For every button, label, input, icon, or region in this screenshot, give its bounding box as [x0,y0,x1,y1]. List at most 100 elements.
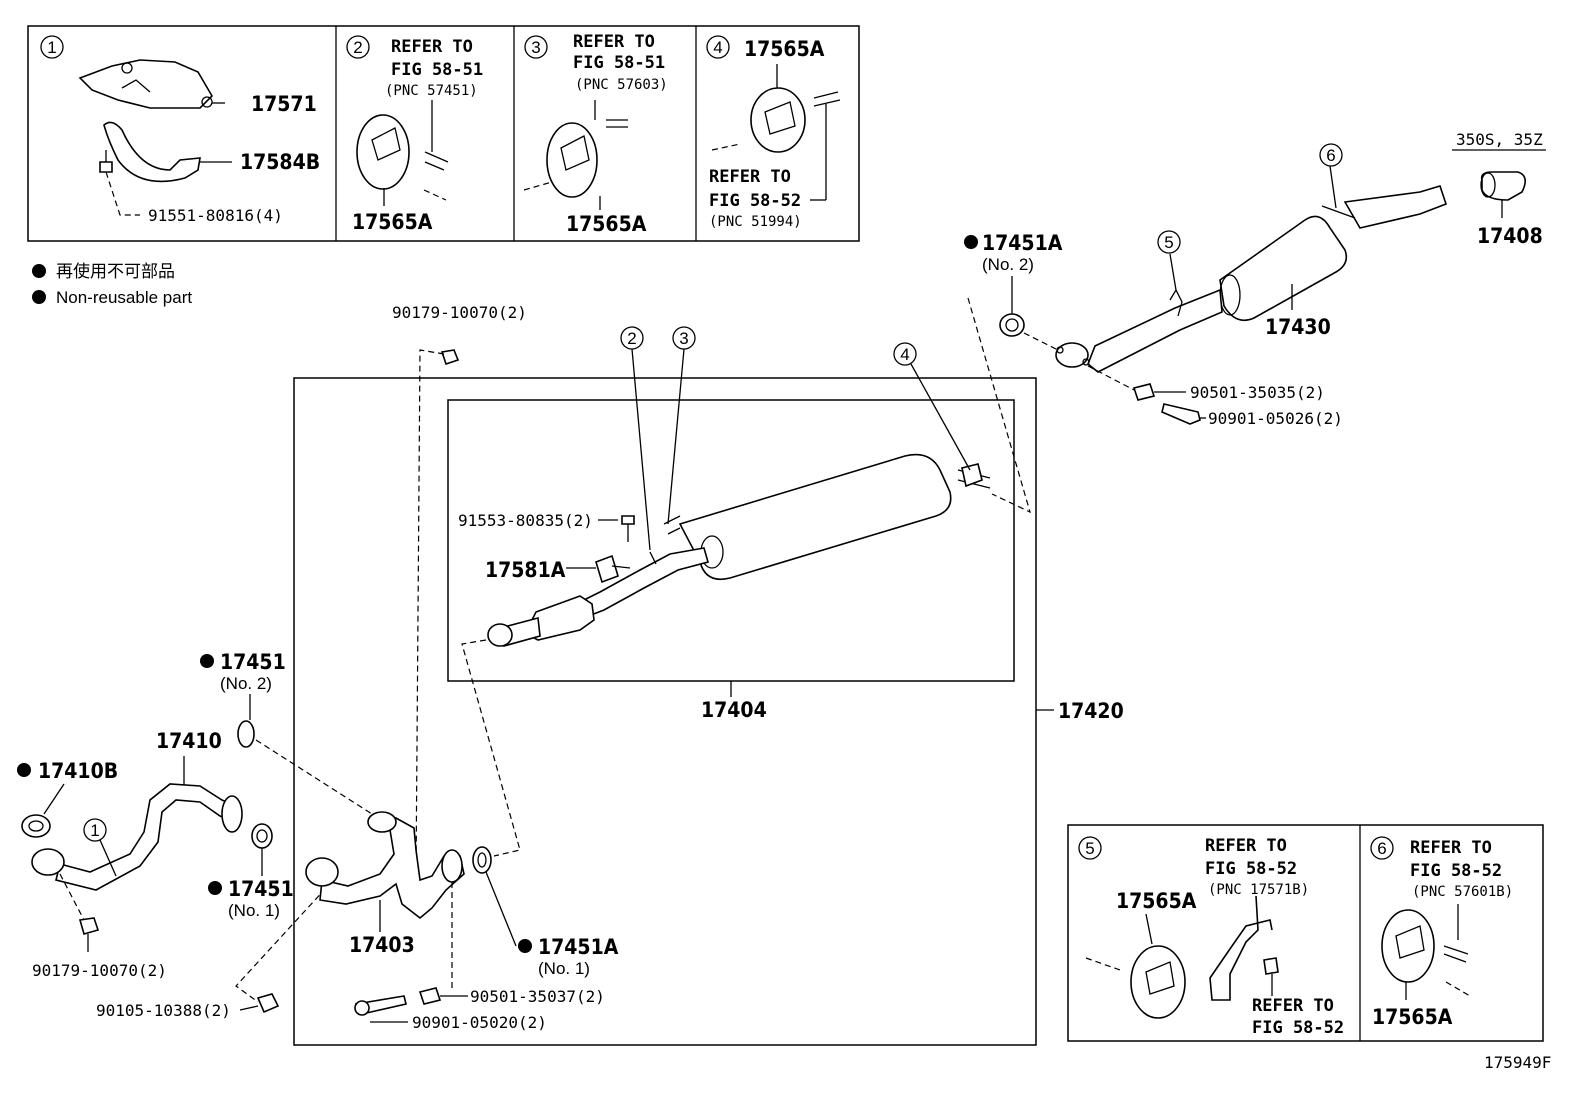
legend-japanese: 再使用不可部品 [56,261,175,281]
callout-2-pnc: (PNC 57451) [385,83,478,99]
callout-3-part: 17565A [566,212,647,236]
bolt-90901-05026-shape [1161,403,1201,425]
muffler-17430-shape [1219,215,1348,322]
bracket-bolt-shape [1263,957,1279,975]
bolt-shape [99,161,113,173]
intermediate-pipe-shape [575,547,709,622]
tail-tip-17408-shape [1480,171,1526,201]
tail-pipe-assembly: 350S, 35Z 17408 17430 5 6 17451A [964,130,1546,428]
callout-6-pnc: (PNC 57601B) [1412,884,1513,900]
callout-3-ref-line2: FIG 58-51 [573,53,665,73]
label-90501-35037: 90501-35037(2) [470,987,605,1006]
label-17451A-no1-sub: (No. 1) [538,959,590,978]
callout-2-part: 17565A [352,210,433,234]
label-17451A-top-sub: (No. 2) [982,255,1034,274]
nut-90179-top: 90179-10070(2) [392,303,527,881]
callout-2-ref-line2: FIG 58-51 [391,60,483,80]
nut-90105-shape [256,993,280,1014]
callout-6-part: 17565A [1372,1005,1453,1029]
main-muffler-shape [678,453,952,581]
spring-90501-35037-shape [418,987,442,1005]
hanger-17565A-shape [356,114,410,190]
non-reusable-dot-icon [17,763,31,777]
assembly-17420-frame [293,377,1037,1046]
tail-pipe-shape [1087,288,1223,373]
tailpipe-end-shape [1343,185,1448,229]
spring-90501-35035-shape [1132,383,1156,401]
callout-1: 1 17571 17584B 91551-80816(4) [40,35,320,225]
legend: 再使用不可部品 Non-reusable part [32,261,192,307]
callout-2: 2 REFER TO FIG 58-51 (PNC 57451) 17565A [346,35,483,234]
legend-english: Non-reusable part [56,288,192,307]
label-17451-no1: 17451 [228,877,294,901]
nut-90179-bottom-shape [78,917,100,935]
callout-6-number: 6 [1377,839,1386,858]
callout-5: 5 REFER TO FIG 58-52 (PNC 17571B) 17565A… [1078,836,1344,1038]
flange-shape [1055,342,1089,368]
bracket-17571-shape [78,59,214,109]
label-17410B: 17410B [38,759,118,783]
label-17404: 17404 [701,698,767,722]
label-17451A-top: 17451A [982,231,1063,255]
bolt-91553-shape [621,515,635,525]
label-17581A: 17581A [485,558,566,582]
callout-6-ref-line2: FIG 58-52 [1410,861,1502,881]
gasket-17451-no2-shape [237,720,255,748]
gasket-17410B-shape [21,814,51,838]
label-17420: 17420 [1058,699,1124,723]
callout-5-ref-line4: FIG 58-52 [1252,1018,1344,1038]
ref-4: 4 [900,345,909,364]
ref-1: 1 [90,821,99,840]
callout-3-pnc: (PNC 57603) [575,77,668,93]
label-17403: 17403 [349,933,415,957]
label-17410: 17410 [156,729,222,753]
sensor-17581A-shape [595,554,619,584]
gasket-17451A-top-shape [999,313,1025,337]
callout-5-ref-line2: FIG 58-52 [1205,859,1297,879]
non-reusable-dot-icon [964,235,978,249]
callout-3: 3 REFER TO FIG 58-51 (PNC 57603) 17565A [523,32,668,236]
pipe-17403-flange-shape [367,811,397,833]
label-90501-35035: 90501-35035(2) [1190,383,1325,402]
clamp-17584B-shape [103,121,201,183]
label-17584B: 17584B [240,150,320,174]
ref-6-top: 6 [1326,146,1335,165]
callout-2-number: 2 [353,38,362,57]
callout-3-number: 3 [531,38,540,57]
callout-3-ref-line1: REFER TO [573,32,655,52]
pipe-17410-flange-shape [221,795,243,833]
callout-4-ref-line1: REFER TO [709,167,791,187]
callout-6-ref-line1: REFER TO [1410,838,1492,858]
ref-2: 2 [627,329,636,348]
non-reusable-dot-icon [208,881,222,895]
pipe-17410-inlet-flange-shape [31,848,65,876]
callout-strip-top [27,25,860,242]
non-reusable-dot-icon [518,939,532,953]
rear-hanger-bracket-shape [961,463,983,488]
non-reusable-dot-icon [32,290,46,304]
label-17451-no2: 17451 [220,650,286,674]
bracket-17571B-shape [1209,895,1273,1001]
callout-5-ref-line3: REFER TO [1252,996,1334,1016]
callout-2-ref-line1: REFER TO [391,37,473,57]
label-90179-10070-top: 90179-10070(2) [392,303,527,322]
gasket-17451A-no1-shape [472,846,492,874]
label-17451-no1-sub: (No. 1) [228,901,280,920]
hanger-17565A-shape-4 [750,87,806,153]
label-17430: 17430 [1265,315,1331,339]
front-pipe-17410-shape [55,783,237,891]
pipe-17403-inlet-flange-shape [305,857,339,887]
hanger-17565A-shape-6 [1381,909,1435,983]
ref-5-top: 5 [1164,233,1173,252]
converter-flange-shape [487,623,513,647]
gasket-17451-no1-shape [251,823,273,849]
figure-id: 175949F [1484,1053,1551,1072]
callout-4-number: 4 [713,38,722,57]
label-17451-no2-sub: (No. 2) [220,674,272,693]
callout-1-number: 1 [47,38,56,57]
label-90105-10388: 90105-10388(2) [96,1001,231,1020]
label-17451A-no1: 17451A [538,935,619,959]
non-reusable-dot-icon [200,654,214,668]
ref-3: 3 [679,329,688,348]
